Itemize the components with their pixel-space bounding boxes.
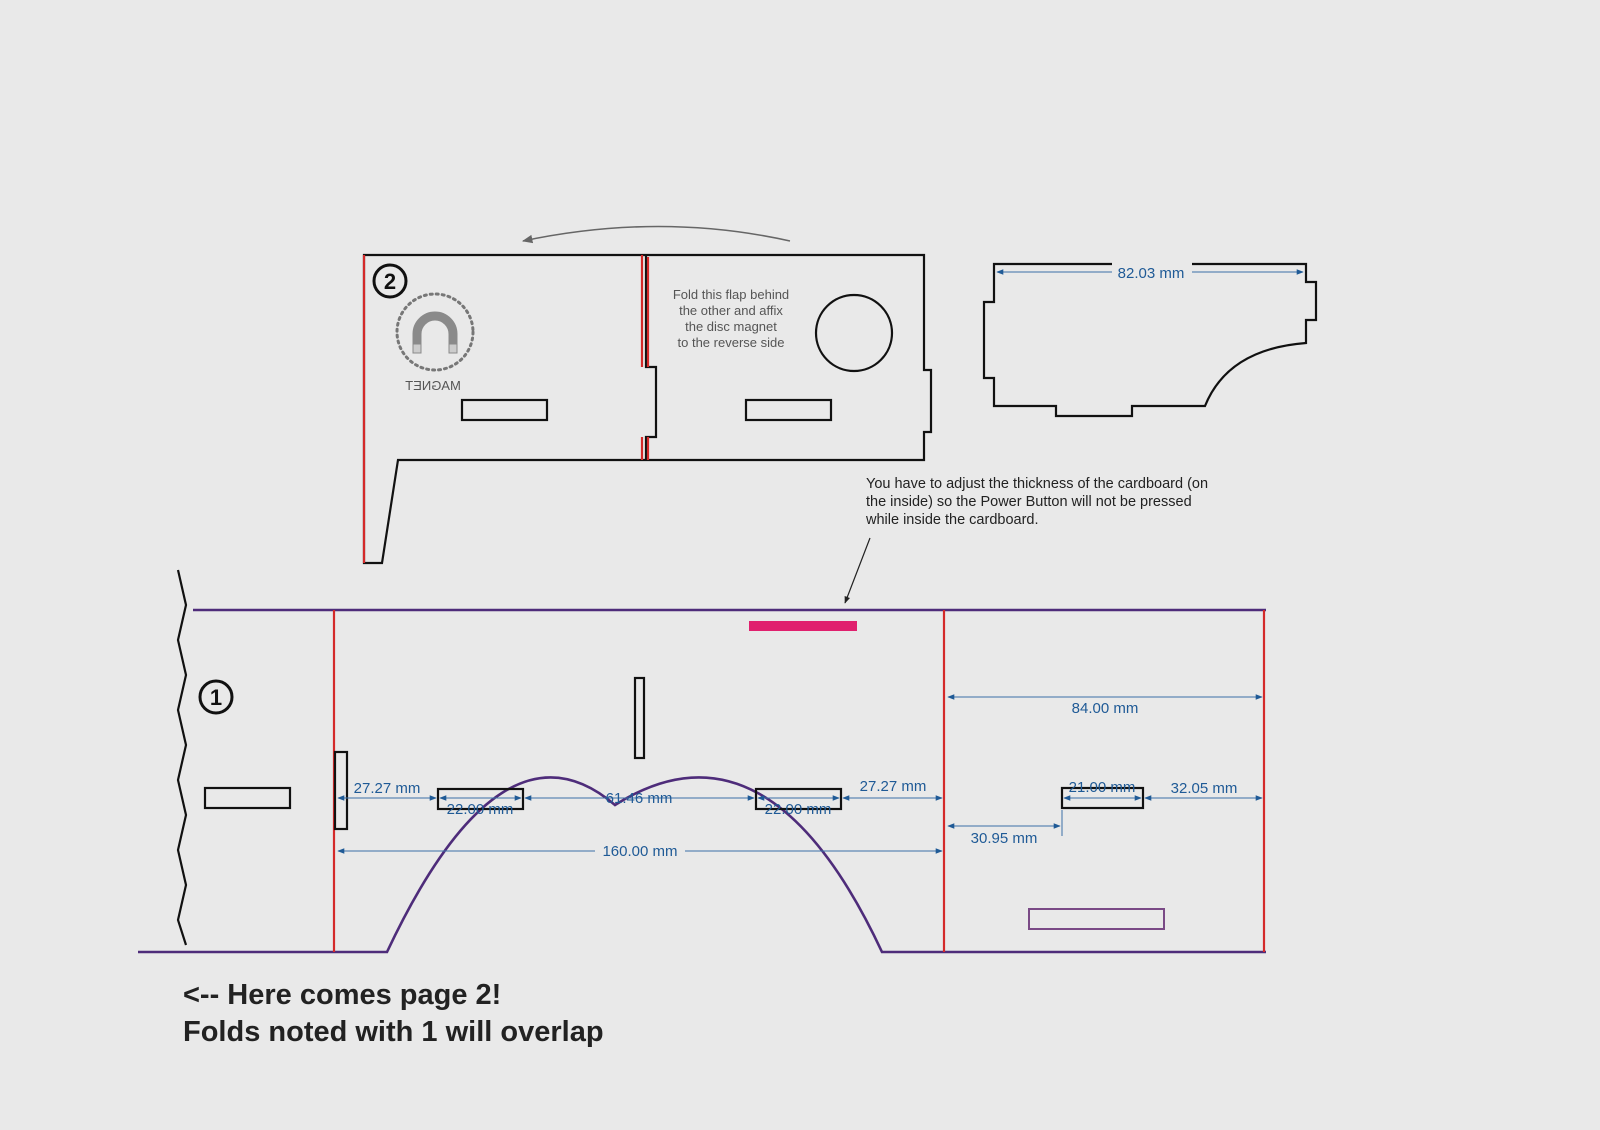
dim-right-gap-label: 27.27 mm [860,778,927,795]
torn-edge [176,569,188,946]
piece-1-slot-vertical-center [633,676,646,760]
dim-label-bg [1112,262,1192,280]
flap-note-line-2: the other and affix [679,303,783,318]
side-piece-outline [982,262,1318,418]
dim-left-gap-label: 27.27 mm [354,780,421,797]
piece-2-center-fold-notch [644,255,658,460]
piece-2-slot-right [744,398,833,422]
piece-2-slot-left [460,398,549,422]
piece-2-badge: 2 [372,263,408,299]
dim-total-width-label: 160.00 mm [602,843,677,860]
dim-small-slot-label: 21.00 mm [1069,779,1136,796]
piece-2-outline [362,253,933,565]
piece-1: 1 27.27 mm 22.00 mm 61.46 mm 22.00 mm 27… [138,569,1266,954]
fold-direction-arrow [521,225,791,244]
flap-note-line-3: the disc magnet [685,319,777,334]
power-button-marker [749,621,857,631]
dim-section-width-label: 84.00 mm [1072,700,1139,717]
horseshoe-magnet-icon [412,311,458,354]
piece-2: 2 MAGNET Fold this flap behind the other… [362,225,933,565]
annotation-pointer [844,537,871,604]
piece-1-slot-vertical-left [333,750,349,831]
annotation-line-1: You have to adjust the thickness of the … [866,476,1208,492]
piece-1-slot-left [203,786,292,810]
magnet-label: MAGNET [405,378,461,393]
dim-center-gap-label: 61.46 mm [606,790,673,807]
dim-small-right-label: 32.05 mm [1171,780,1238,797]
piece-1-badge: 1 [198,679,234,715]
piece-1-slot-purple [1028,908,1165,930]
power-button-annotation: You have to adjust the thickness of the … [844,476,1208,604]
piece-1-slot-b [754,787,843,811]
piece-1-bottom-edge [138,776,1266,954]
annotation-line-2: the inside) so the Power Button will not… [866,494,1192,510]
flap-note: Fold this flap behind the other and affi… [673,287,789,350]
piece-1-badge-number: 1 [210,685,222,710]
flap-note-line-4: to the reverse side [678,335,785,350]
footer-line-2: Folds noted with 1 will overlap [183,1016,604,1048]
piece-1-slot-a [436,787,525,811]
side-piece: 82.03 mm [982,262,1318,418]
annotation-line-3: while inside the cardboard. [865,512,1039,528]
dim-small-left-label: 30.95 mm [971,830,1038,847]
piece-1-slot-c [1060,786,1145,810]
disc-magnet-hole [814,293,894,373]
footer-note: <-- Here comes page 2! Folds noted with … [183,979,604,1048]
magnet-marker: MAGNET [395,292,475,393]
dim-slot-right-label: 22.00 mm [765,801,832,818]
dim-slot-left-label: 22.00 mm [447,801,514,818]
dim-label-bg [595,841,685,859]
flap-note-line-1: Fold this flap behind [673,287,789,302]
piece-2-badge-number: 2 [384,269,396,294]
side-piece-width-label: 82.03 mm [1118,265,1185,282]
footer-line-1: <-- Here comes page 2! [183,979,501,1011]
